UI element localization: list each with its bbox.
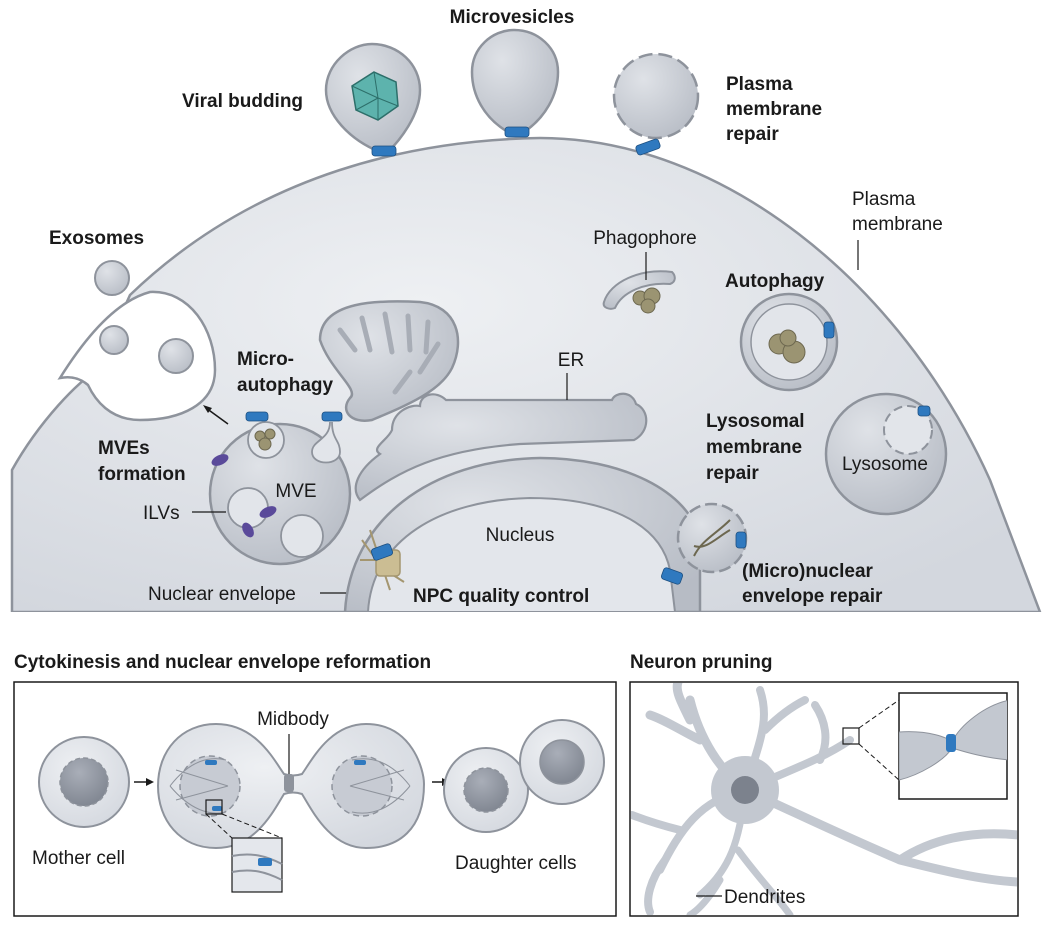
intralumenal-vesicle xyxy=(158,338,194,374)
mother-nucleus xyxy=(59,757,109,807)
label-micronuclear-repair-2: envelope repair xyxy=(742,586,883,607)
cell-scene: Microvesicles Viral budding Plasma membr… xyxy=(10,7,1042,612)
exosome-vesicle xyxy=(94,260,130,296)
label-lysosomal-repair-1: Lysosomal xyxy=(706,411,805,432)
label-nucleus: Nucleus xyxy=(486,525,555,546)
label-autophagy: Autophagy xyxy=(725,271,825,292)
escrt-markers xyxy=(205,760,366,811)
exosome-release-pocket xyxy=(57,290,217,422)
midbody xyxy=(284,774,294,792)
label-plasma-membrane-1: Plasma xyxy=(852,189,916,210)
escrt-markers xyxy=(245,126,931,585)
label-pm-repair-1: Plasma xyxy=(726,74,793,95)
spindle-right xyxy=(349,758,411,814)
dendrite-branches xyxy=(631,683,1017,915)
neuron-title: Neuron pruning xyxy=(630,652,772,673)
mitochondrion-cristae xyxy=(337,311,441,395)
label-mother-cell: Mother cell xyxy=(32,848,125,869)
intralumenal-vesicle xyxy=(280,514,324,558)
arrow-head xyxy=(146,778,154,786)
label-microvesicles: Microvesicles xyxy=(450,7,575,28)
label-lysosomal-repair-3: repair xyxy=(706,463,759,484)
label-plasma-membrane-2: membrane xyxy=(852,214,943,235)
label-pm-repair-3: repair xyxy=(726,124,779,145)
ilv-marker xyxy=(211,454,229,466)
microvesicle-bud xyxy=(470,28,560,134)
label-lysosomal-repair-2: membrane xyxy=(706,437,802,458)
label-viral-budding: Viral budding xyxy=(182,91,303,112)
label-ilvs: ILVs xyxy=(143,503,180,524)
zoom-content xyxy=(899,700,1007,781)
dna-icon xyxy=(693,519,731,557)
ilv-marker xyxy=(259,506,277,518)
label-mves-formation-2: formation xyxy=(98,464,186,485)
label-exosomes: Exosomes xyxy=(49,228,144,249)
cargo-cluster xyxy=(632,287,661,314)
spindle-left xyxy=(169,758,229,814)
label-er: ER xyxy=(558,350,584,371)
label-mves-formation-1: MVEs xyxy=(98,438,150,459)
label-lysosome: Lysosome xyxy=(842,454,928,475)
zoom-leader xyxy=(221,813,283,839)
zoom-leader xyxy=(858,699,900,729)
label-midbody: Midbody xyxy=(257,709,329,730)
label-nuclear-envelope: Nuclear envelope xyxy=(148,584,296,605)
virus-facets xyxy=(351,71,399,120)
label-phagophore: Phagophore xyxy=(593,228,697,249)
label-npc-qc: NPC quality control xyxy=(413,586,589,607)
ilv-marker xyxy=(242,522,254,538)
label-microautophagy-1: Micro- xyxy=(237,349,294,370)
zoom-leader xyxy=(858,743,900,781)
label-mve: MVE xyxy=(275,481,316,502)
membrane-repair-vesicle xyxy=(612,52,700,140)
microautophagy-invagination xyxy=(311,421,341,464)
zoom-inset xyxy=(231,837,283,893)
zoom-envelope xyxy=(231,853,283,881)
reforming-nucleus-right xyxy=(331,755,393,817)
daughter-nucleus xyxy=(539,739,585,785)
label-pm-repair-2: membrane xyxy=(726,99,822,120)
label-micronuclear-repair-1: (Micro)nuclear xyxy=(742,561,874,582)
reforming-nucleus-left xyxy=(179,755,241,817)
phagophore xyxy=(602,270,676,310)
zoom-escrt xyxy=(946,734,956,752)
pruning-site-box xyxy=(842,727,860,745)
label-microautophagy-2: autophagy xyxy=(237,375,333,396)
zoom-region xyxy=(205,799,223,815)
neuron-nucleus xyxy=(731,776,759,804)
cargo-cluster xyxy=(768,329,806,364)
zoom-escrt xyxy=(258,858,272,866)
zoom-leader xyxy=(205,813,233,839)
label-dendrites: Dendrites xyxy=(724,887,805,908)
damaged-lysosome-vesicle xyxy=(883,405,933,455)
exosome-vesicle xyxy=(99,325,129,355)
label-daughter-cells: Daughter cells xyxy=(455,853,576,874)
mitochondrion xyxy=(318,300,460,422)
cargo-cluster xyxy=(254,428,276,451)
endoplasmic-reticulum xyxy=(354,392,648,502)
daughter-nucleus xyxy=(463,767,509,813)
cytokinesis-title: Cytokinesis and nuclear envelope reforma… xyxy=(14,652,431,673)
intralumenal-vesicle xyxy=(227,487,269,529)
arrow-head xyxy=(203,405,212,413)
neuron-drawing xyxy=(631,683,1017,915)
